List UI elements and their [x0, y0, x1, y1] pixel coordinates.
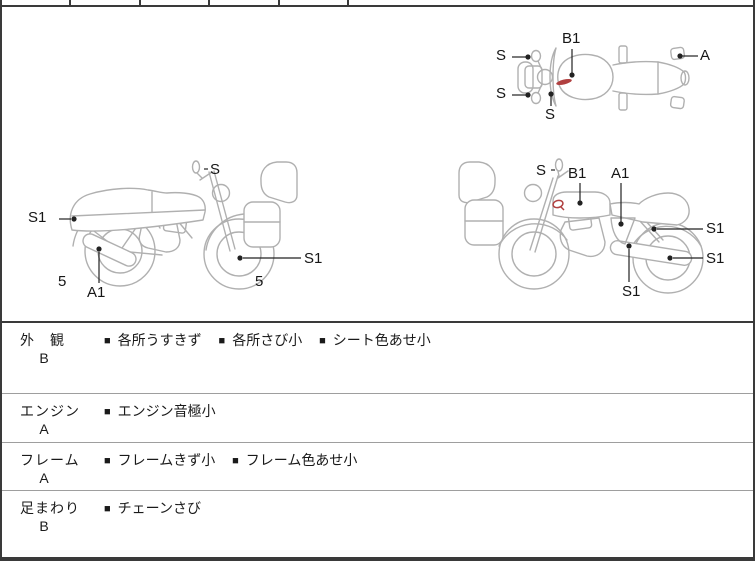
damage-code-label: S	[496, 47, 507, 64]
item-list: ■ 各所うすきず ■ 各所さび小 ■ シート色あせ小	[104, 330, 444, 350]
grade-value: A	[39, 470, 49, 486]
table-header-remnant	[2, 0, 753, 7]
item-list: ■ チェーンさび	[104, 498, 214, 518]
damage-code-label: A1	[611, 165, 630, 182]
damage-code-label: A	[700, 47, 711, 64]
damage-code-label: B1	[568, 165, 587, 182]
item-bullet: ■	[232, 455, 239, 467]
inspection-row-engine: エンジン A ■ エンジン音極小	[2, 394, 753, 443]
motorcycle-right-view: S B1 A1 S1 S1 S1	[447, 152, 749, 304]
item-text: 各所うすきず	[117, 332, 202, 348]
item-list: ■ エンジン音極小	[104, 401, 229, 421]
column-divider	[69, 0, 71, 5]
damage-code-label: S1	[304, 250, 323, 267]
inspection-row-exterior: 外 観 B ■ 各所うすきず ■ 各所さび小 ■ シート色あせ小	[2, 323, 753, 394]
item-bullet: ■	[104, 503, 111, 515]
column-divider	[139, 0, 141, 5]
motorcycle-top-view-sketch	[512, 45, 698, 111]
damage-diagram-panel: S S S B1 A	[2, 7, 753, 323]
damage-code-label: S	[210, 161, 221, 178]
damage-code-label: S	[536, 162, 547, 179]
inspection-row-frame: フレーム A ■ フレームきず小 ■ フレーム色あせ小	[2, 443, 753, 491]
damage-code-label: S1	[28, 209, 47, 226]
tank-dent-mark	[552, 199, 565, 211]
grade-value: A	[39, 421, 49, 437]
damage-code-label: S1	[706, 250, 725, 267]
leader-lines	[59, 168, 301, 283]
column-divider	[208, 0, 210, 5]
damage-code-label: A1	[87, 284, 106, 301]
motorcycle-left-view: S1 S S1 5 A1 5	[20, 152, 338, 304]
grade-value: B	[39, 350, 49, 366]
motorcycle-top-view: S S S B1 A	[482, 20, 722, 126]
category-label: 足まわり	[20, 500, 80, 516]
item-bullet: ■	[104, 455, 111, 467]
category-label: エンジン	[20, 403, 80, 419]
damage-code-label: S1	[622, 283, 641, 300]
item-text: エンジン音極小	[117, 403, 216, 419]
item-bullet: ■	[319, 335, 326, 347]
item-bullet: ■	[104, 335, 111, 347]
damage-code-label: 5	[255, 273, 264, 290]
leader-lines	[551, 169, 703, 282]
item-list: ■ フレームきず小 ■ フレーム色あせ小	[104, 450, 370, 470]
damage-code-label: S	[545, 106, 556, 123]
inspection-row-undercarriage: 足まわり B ■ チェーンさび	[2, 491, 753, 557]
motorcycle-left-view-sketch	[59, 160, 301, 290]
category-label: 外 観	[20, 332, 65, 348]
motorcycle-right-view-sketch	[458, 158, 704, 294]
damage-code-label: 5	[58, 273, 67, 290]
item-text: チェーンさび	[117, 500, 201, 516]
item-text: 各所さび小	[232, 332, 303, 348]
grade-value: B	[39, 518, 49, 534]
column-divider	[278, 0, 280, 5]
damage-code-label: S1	[706, 220, 725, 237]
item-bullet: ■	[218, 335, 226, 347]
item-text: フレームきず小	[117, 452, 216, 468]
leader-lines	[512, 49, 698, 106]
item-text: シート色あせ小	[332, 332, 431, 348]
damage-code-label: B1	[562, 30, 581, 47]
category-label: フレーム	[20, 452, 80, 468]
item-text: フレーム色あせ小	[245, 452, 358, 468]
column-divider	[347, 0, 349, 5]
damage-code-label: S	[496, 85, 507, 102]
tank-scratch-mark	[556, 78, 572, 86]
item-bullet: ■	[104, 406, 111, 418]
